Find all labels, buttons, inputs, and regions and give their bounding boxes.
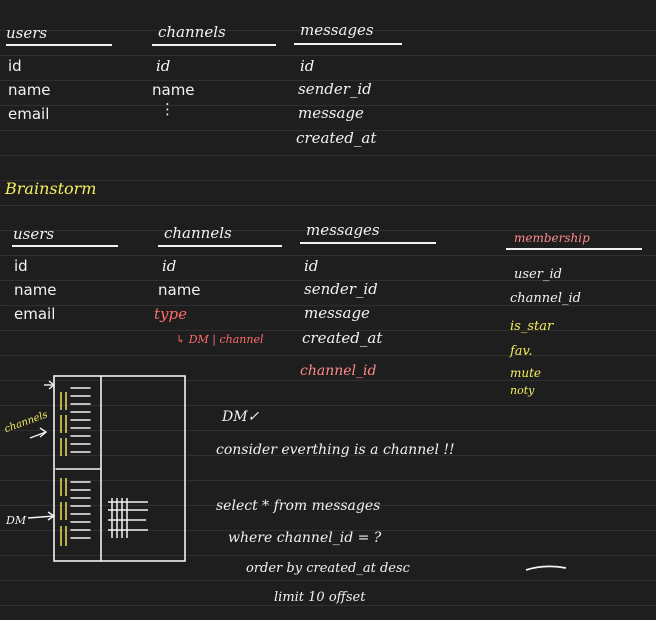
bs-users-underline: [12, 245, 118, 247]
top-messages-title: messages: [300, 21, 374, 39]
bs-channels-underline: [158, 245, 282, 247]
bs-messages-field-channel-id: channel_id: [300, 363, 377, 379]
top-users-underline: [6, 44, 112, 46]
bs-membership-field-mute: mute: [510, 366, 542, 380]
bs-membership-title: membership: [514, 231, 590, 245]
bs-channels-field-id: id: [162, 257, 177, 275]
top-users-title: users: [6, 24, 48, 42]
note-sql-select: select * from messages: [216, 498, 381, 514]
bs-messages-field-id: id: [304, 257, 319, 275]
bs-membership-field-user-id: user_id: [514, 267, 562, 282]
top-messages-field-id: id: [300, 57, 315, 75]
top-channels-ellipsis: ⋮: [160, 100, 175, 118]
bs-users-field-id: id: [14, 257, 28, 275]
bs-channels-field-type: type: [154, 305, 187, 323]
note-sql-order: order by created_at desc: [246, 561, 410, 576]
note-sql-where: where channel_id = ?: [228, 530, 382, 546]
note-consider: consider everthing is a channel !!: [216, 442, 455, 458]
top-users-field-email: email: [8, 105, 50, 123]
top-messages-field-message: message: [298, 104, 364, 122]
top-messages-field-created-at: created_at: [296, 129, 377, 147]
bs-membership-field-fav: fav.: [510, 344, 533, 359]
bs-users-field-email: email: [14, 305, 56, 323]
bs-membership-field-is-star: is_star: [510, 319, 554, 334]
note-dm-check: DM✓: [222, 409, 260, 425]
top-users-field-id: id: [8, 57, 22, 75]
top-channels-field-id: id: [156, 57, 171, 75]
sketch-sidebar-items: [55, 387, 101, 539]
top-messages-underline: [294, 43, 402, 45]
bs-messages-underline: [300, 242, 436, 244]
bs-channels-field-name: name: [158, 281, 201, 299]
top-messages-field-sender-id: sender_id: [298, 80, 372, 98]
bs-messages-field-message: message: [304, 304, 370, 322]
bs-membership-field-channel-id: channel_id: [510, 291, 581, 306]
sketch-message-area: [108, 498, 148, 538]
bs-messages-field-created-at: created_at: [302, 329, 383, 347]
bs-channels-type-note: ↳ DM | channel: [176, 333, 264, 346]
brainstorm-heading: Brainstorm: [5, 179, 97, 198]
top-channels-title: channels: [158, 23, 226, 41]
sketch-arrows: [27, 380, 56, 521]
sketch-dm-label: DM: [6, 514, 27, 527]
note-sql-limit: limit 10 offset: [274, 590, 366, 605]
sketch-channel-marks: [60, 392, 67, 546]
bs-messages-field-sender-id: sender_id: [304, 280, 378, 298]
bs-channels-title: channels: [164, 224, 232, 242]
bs-users-title: users: [13, 225, 55, 243]
top-channels-field-name: name: [152, 81, 195, 99]
bs-membership-underline: [506, 248, 642, 250]
top-users-field-name: name: [8, 81, 51, 99]
stray-dash-mark: [525, 565, 567, 571]
bs-users-field-name: name: [14, 281, 57, 299]
top-channels-underline: [152, 44, 276, 46]
sketch-frame: [53, 375, 186, 562]
bs-messages-title: messages: [306, 221, 380, 239]
bs-membership-field-noty: noty: [510, 384, 535, 397]
